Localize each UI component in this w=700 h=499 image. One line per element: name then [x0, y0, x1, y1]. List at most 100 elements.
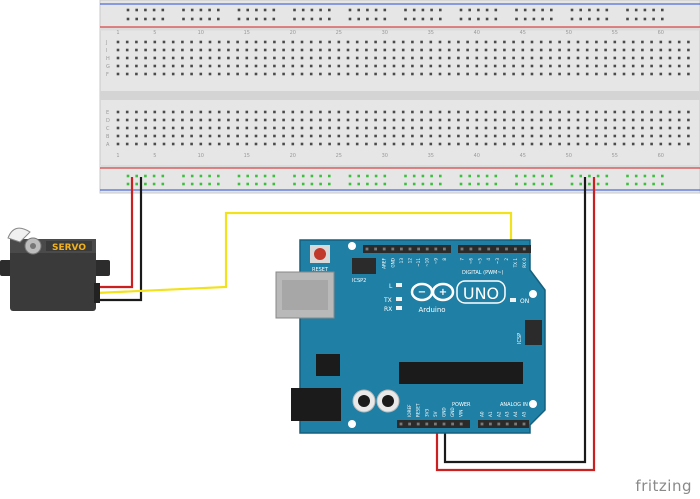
- rail-hole: [366, 8, 369, 12]
- terminal-hole: [355, 64, 359, 68]
- terminal-hole: [319, 110, 322, 114]
- rail-hole: [246, 174, 249, 178]
- column-number: 55: [612, 30, 618, 36]
- terminal-hole: [217, 72, 221, 76]
- terminal-hole: [622, 118, 626, 122]
- terminal-hole: [604, 110, 607, 114]
- pin-label: ~11: [416, 258, 421, 267]
- terminal-hole: [512, 110, 515, 114]
- terminal-hole: [438, 134, 442, 138]
- terminal-hole: [595, 48, 598, 52]
- rail-hole: [550, 8, 553, 12]
- terminal-hole: [641, 142, 644, 146]
- rail-hole: [272, 174, 276, 178]
- rail-hole: [515, 8, 518, 12]
- pin-label: A3: [505, 411, 510, 417]
- bottom-rail-divider: [100, 165, 700, 168]
- terminal-hole: [374, 48, 377, 52]
- terminal-hole: [585, 126, 589, 130]
- terminal-hole: [631, 64, 635, 68]
- terminal-hole: [337, 110, 341, 114]
- terminal-hole: [401, 56, 405, 60]
- pin-label: ~3: [495, 258, 500, 265]
- terminal-hole: [493, 64, 497, 68]
- rail-hole: [217, 174, 220, 178]
- terminal-hole: [420, 110, 423, 114]
- terminal-hole: [585, 72, 589, 76]
- terminal-hole: [457, 110, 460, 114]
- terminal-hole: [309, 72, 313, 76]
- terminal-hole: [567, 134, 571, 138]
- terminal-hole: [521, 56, 525, 60]
- terminal-hole: [521, 40, 525, 44]
- rail-hole: [412, 8, 416, 12]
- terminal-hole: [604, 56, 607, 60]
- rail-hole: [199, 8, 203, 12]
- terminal-hole: [208, 110, 212, 114]
- terminal-hole: [328, 110, 331, 114]
- top-rail-divider: [100, 27, 700, 31]
- row-letter: I: [106, 48, 107, 54]
- terminal-hole: [125, 134, 129, 138]
- rail-hole: [190, 182, 194, 186]
- rail-hole: [263, 8, 267, 12]
- terminal-hole: [181, 142, 184, 146]
- pin-label: A1: [488, 411, 493, 417]
- mounting-hole: [529, 400, 537, 408]
- rail-hole: [328, 182, 331, 186]
- terminal-hole: [503, 118, 506, 122]
- rail-hole: [430, 8, 433, 12]
- column-number: 50: [566, 30, 572, 36]
- terminal-hole: [319, 64, 322, 68]
- terminal-hole: [291, 72, 295, 76]
- terminal-hole: [613, 126, 617, 130]
- terminal-hole: [392, 48, 396, 52]
- terminal-hole: [144, 142, 147, 146]
- terminal-hole: [457, 48, 460, 52]
- terminal-hole: [549, 134, 552, 138]
- terminal-hole: [466, 40, 469, 44]
- terminal-hole: [337, 40, 341, 44]
- terminal-hole: [401, 118, 405, 122]
- terminal-hole: [521, 72, 525, 76]
- terminal-hole: [668, 118, 672, 122]
- pin-label: ~6: [468, 258, 473, 265]
- terminal-hole: [429, 40, 433, 44]
- terminal-hole: [309, 56, 313, 60]
- terminal-hole: [328, 48, 331, 52]
- rail-hole: [468, 182, 471, 186]
- terminal-hole: [171, 126, 175, 130]
- column-number: 40: [474, 153, 480, 159]
- terminal-hole: [484, 56, 488, 60]
- terminal-hole: [604, 72, 607, 76]
- terminal-hole: [411, 134, 414, 138]
- rail-hole: [459, 17, 463, 21]
- terminal-hole: [309, 134, 313, 138]
- rail-hole: [199, 182, 203, 186]
- rail-hole: [588, 8, 591, 12]
- terminal-hole: [162, 40, 166, 44]
- terminal-hole: [291, 110, 295, 114]
- terminal-hole: [217, 56, 221, 60]
- terminal-hole: [521, 110, 525, 114]
- terminal-hole: [677, 64, 681, 68]
- rail-hole: [383, 8, 387, 12]
- pin-label: A0: [480, 411, 485, 417]
- icsp2-header: [352, 258, 376, 274]
- terminal-hole: [144, 118, 147, 122]
- header-pin: [460, 247, 464, 251]
- terminal-hole: [245, 142, 249, 146]
- terminal-hole: [567, 56, 571, 60]
- terminal-hole: [687, 72, 690, 76]
- terminal-hole: [466, 134, 469, 138]
- terminal-hole: [420, 64, 423, 68]
- mounting-hole: [348, 420, 356, 428]
- rail-hole: [588, 182, 591, 186]
- rail-hole: [144, 17, 147, 21]
- terminal-hole: [383, 110, 387, 114]
- terminal-hole: [217, 142, 221, 146]
- terminal-hole: [401, 110, 405, 114]
- terminal-hole: [558, 64, 561, 68]
- terminal-hole: [263, 134, 267, 138]
- terminal-hole: [116, 64, 120, 68]
